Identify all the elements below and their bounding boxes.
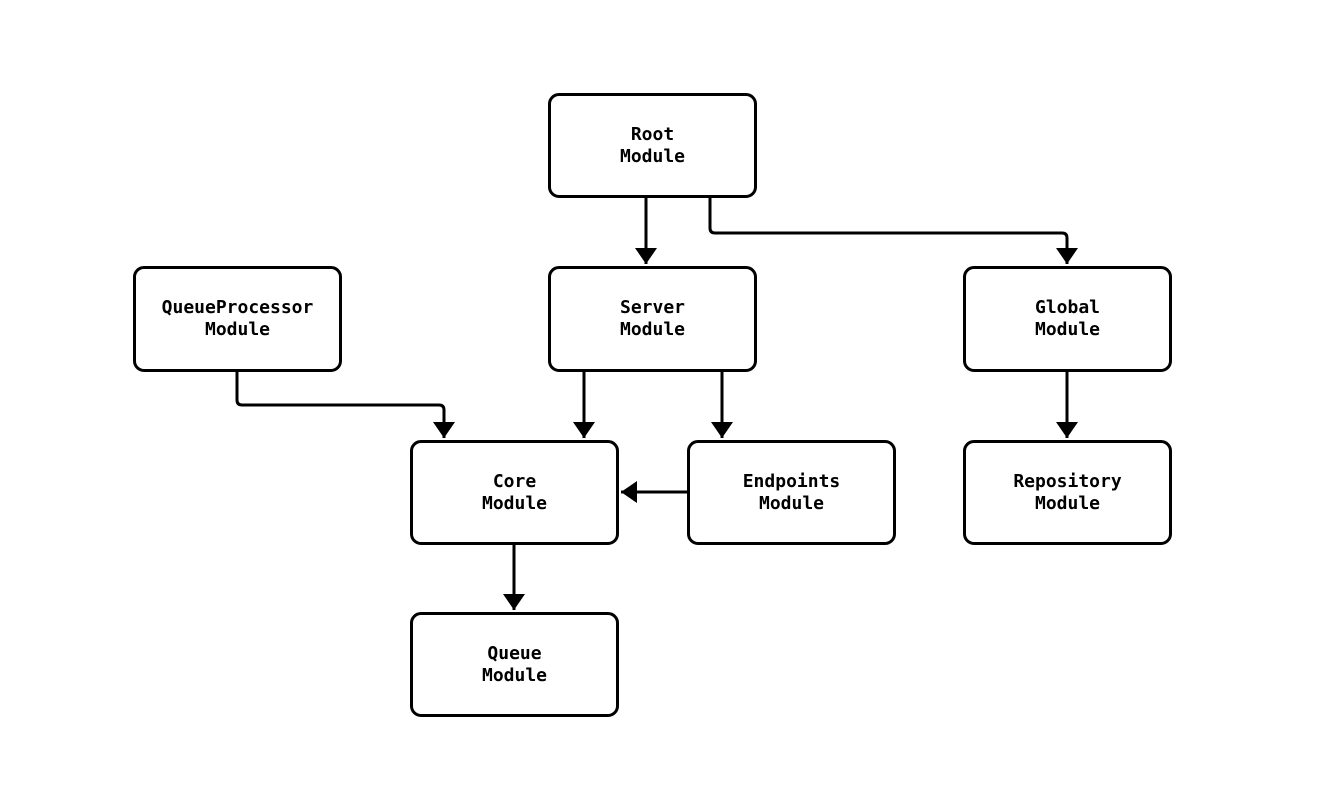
node-label-line: Module bbox=[619, 319, 686, 340]
node-queueprocessor-module: QueueProcessor Module bbox=[133, 266, 342, 372]
edge-queueprocessor-to-core bbox=[235, 372, 455, 438]
node-label-line: Module bbox=[481, 492, 548, 514]
node-label-line: Endpoints bbox=[742, 470, 841, 492]
node-root-module: Root Module bbox=[548, 93, 757, 198]
node-label-line: Queue bbox=[487, 642, 542, 664]
node-global-module: Global Module bbox=[963, 266, 1172, 372]
node-label-line: Module bbox=[204, 319, 271, 340]
node-label-line: Module bbox=[758, 492, 825, 514]
node-server-module: Server Module bbox=[548, 266, 757, 372]
node-label-line: Module bbox=[1034, 492, 1101, 514]
node-label-line: Core bbox=[492, 470, 537, 492]
node-label-line: Module bbox=[1034, 319, 1101, 340]
node-label-line: Global bbox=[1034, 297, 1101, 318]
node-label-line: Module bbox=[619, 145, 686, 167]
node-core-module: Core Module bbox=[410, 440, 619, 545]
node-label-line: QueueProcessor bbox=[161, 297, 314, 318]
node-queue-module: Queue Module bbox=[410, 612, 619, 717]
edge-root-to-global bbox=[708, 197, 1078, 264]
node-endpoints-module: Endpoints Module bbox=[687, 440, 896, 545]
node-label-line: Repository bbox=[1013, 470, 1122, 492]
node-repository-module: Repository Module bbox=[963, 440, 1172, 545]
node-label-line: Root bbox=[630, 123, 675, 145]
node-label-line: Module bbox=[481, 664, 548, 686]
node-label-line: Server bbox=[619, 297, 686, 318]
